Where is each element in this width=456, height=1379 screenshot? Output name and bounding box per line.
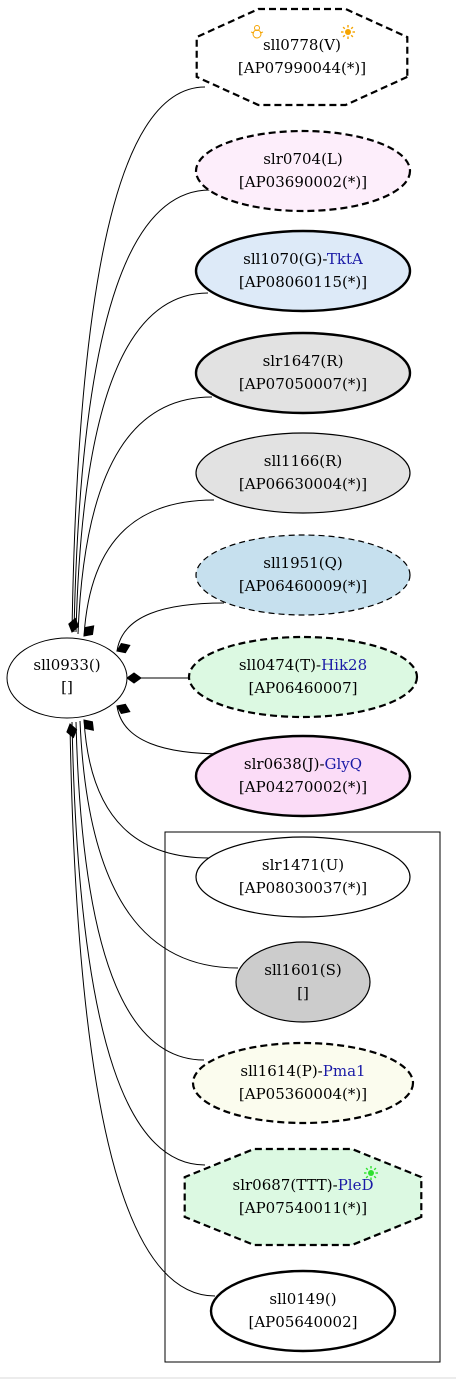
node-shape-slr1647	[194, 331, 412, 415]
node-label-sll0778: sll0778(V)	[263, 36, 341, 54]
node-sll0474[interactable]: sll0474(T)-Hik28 [AP06460007]	[187, 635, 419, 719]
hub-label: sll0933()	[33, 656, 100, 674]
edge-group	[66, 86, 239, 1297]
gene-name-sll1070: TktA	[327, 250, 363, 268]
node-shape-slr0687	[183, 1147, 423, 1247]
node-shape-sll0474	[187, 635, 419, 719]
node-group: sll0778(V) [AP07990044(*)] slr0704(L) [AP03…	[183, 7, 423, 1353]
edge-slr1471	[83, 719, 211, 859]
node-label-sll1601: sll1601(S)	[264, 961, 341, 979]
node-shape-sll1166	[195, 432, 411, 514]
gene-name-slr0638: GlyQ	[325, 755, 363, 773]
node-label-slr0704: slr0704(L)	[263, 150, 343, 168]
node-label-slr1471: slr1471(U)	[262, 856, 344, 874]
node-label-sll1614: sll1614(P)-Pma1	[240, 1062, 365, 1080]
node-annotation-sll1951: [AP06460009(*)]	[239, 577, 367, 595]
gene-name-sll1614: Pma1	[323, 1062, 366, 1080]
node-annotation-slr0687: [AP07540011(*)]	[239, 1199, 367, 1217]
node-sll1951[interactable]: sll1951(Q) [AP06460009(*)]	[195, 534, 411, 616]
node-annotation-slr1647: [AP07050007(*)]	[239, 375, 367, 393]
edge-sll1070	[75, 292, 209, 633]
node-label-slr0687: slr0687(TTT)-PleD	[233, 1176, 374, 1194]
diamond-arrowhead-sll1951	[116, 643, 131, 654]
node-sll1601[interactable]: sll1601(S) []	[235, 941, 371, 1023]
sun-icon	[364, 1166, 378, 1180]
node-annotation-sll1070: [AP08060115(*)]	[239, 273, 367, 291]
node-shape-sll1951	[195, 534, 411, 616]
diamond-arrowhead-sll0474	[126, 672, 142, 684]
node-sll1070[interactable]: sll1070(G)-TktA [AP08060115(*)]	[194, 229, 412, 313]
node-label-slr0638: slr0638(J)-GlyQ	[244, 755, 362, 773]
edge-sll1601	[79, 720, 239, 969]
snowman-icon	[250, 25, 264, 39]
node-annotation-sll1166: [AP06630004(*)]	[239, 475, 367, 493]
node-label-sll1951: sll1951(Q)	[263, 554, 342, 572]
node-label-sll0474: sll0474(T)-Hik28	[239, 656, 367, 674]
node-label-slr1647: slr1647(R)	[263, 352, 344, 370]
node-shape-sll0778	[195, 7, 409, 107]
node-sll0778[interactable]: sll0778(V) [AP07990044(*)]	[195, 7, 409, 107]
node-annotation-slr0638: [AP04270002(*)]	[239, 778, 367, 796]
edge-slr0687	[71, 721, 206, 1166]
diamond-arrowhead-slr1471	[83, 719, 94, 731]
node-label-sll1070: sll1070(G)-TktA	[243, 250, 363, 268]
node-slr1471[interactable]: slr1471(U) [AP08030037(*)]	[195, 836, 411, 918]
cluster-box	[164, 831, 441, 1363]
node-annotation-sll0474: [AP06460007]	[249, 679, 358, 697]
edge-sll0149	[69, 723, 216, 1297]
hub-annotation: []	[61, 678, 73, 696]
edge-sll1614	[75, 721, 205, 1061]
hub-node[interactable]: sll0933() []	[6, 637, 128, 719]
node-annotation-slr0704: [AP03690002(*)]	[239, 173, 367, 191]
sun-icon	[341, 25, 355, 39]
node-slr1647[interactable]: slr1647(R) [AP07050007(*)]	[194, 331, 412, 415]
node-shape-sll0149	[209, 1269, 397, 1353]
edge-sll1166	[83, 499, 215, 637]
node-shape-sll1614	[191, 1041, 415, 1125]
node-sll1614[interactable]: sll1614(P)-Pma1 [AP05360004(*)]	[191, 1041, 415, 1125]
node-shape-sll1070	[194, 229, 412, 313]
diamond-arrowhead-sll0149	[66, 723, 78, 739]
node-label-sll1166: sll1166(R)	[264, 452, 342, 470]
node-shape-sll1601	[235, 941, 371, 1023]
node-slr0704[interactable]: slr0704(L) [AP03690002(*)]	[194, 129, 412, 213]
edge-slr0638	[116, 705, 225, 755]
node-annotation-slr1471: [AP08030037(*)]	[239, 879, 367, 897]
node-sll0149[interactable]: sll0149() [AP05640002]	[209, 1269, 397, 1353]
gene-name-sll0474: Hik28	[321, 656, 367, 674]
node-shape-slr0638	[194, 734, 412, 818]
node-annotation-sll0149: [AP05640002]	[249, 1313, 358, 1331]
node-annotation-sll1614: [AP05360004(*)]	[239, 1085, 367, 1103]
node-slr0638[interactable]: slr0638(J)-GlyQ [AP04270002(*)]	[194, 734, 412, 818]
edge-sll1951	[116, 602, 225, 652]
diamond-arrowhead-slr0638	[116, 703, 131, 714]
node-shape-slr1471	[195, 836, 411, 918]
edge-slr0704	[73, 189, 211, 633]
node-label-sll0149: sll0149()	[269, 1290, 336, 1308]
node-annotation-sll1601: []	[297, 984, 309, 1002]
node-slr0687[interactable]: slr0687(TTT)-PleD [AP07540011(*)]	[183, 1147, 423, 1247]
node-annotation-sll0778: [AP07990044(*)]	[238, 59, 366, 77]
edge-sll0778	[71, 86, 206, 633]
edge-slr1647	[77, 396, 213, 635]
diamond-arrowhead-sll1166	[83, 625, 95, 637]
node-sll1166[interactable]: sll1166(R) [AP06630004(*)]	[195, 432, 411, 514]
node-shape-slr0704	[194, 129, 412, 213]
gene-name-slr0687: PleD	[338, 1176, 374, 1194]
